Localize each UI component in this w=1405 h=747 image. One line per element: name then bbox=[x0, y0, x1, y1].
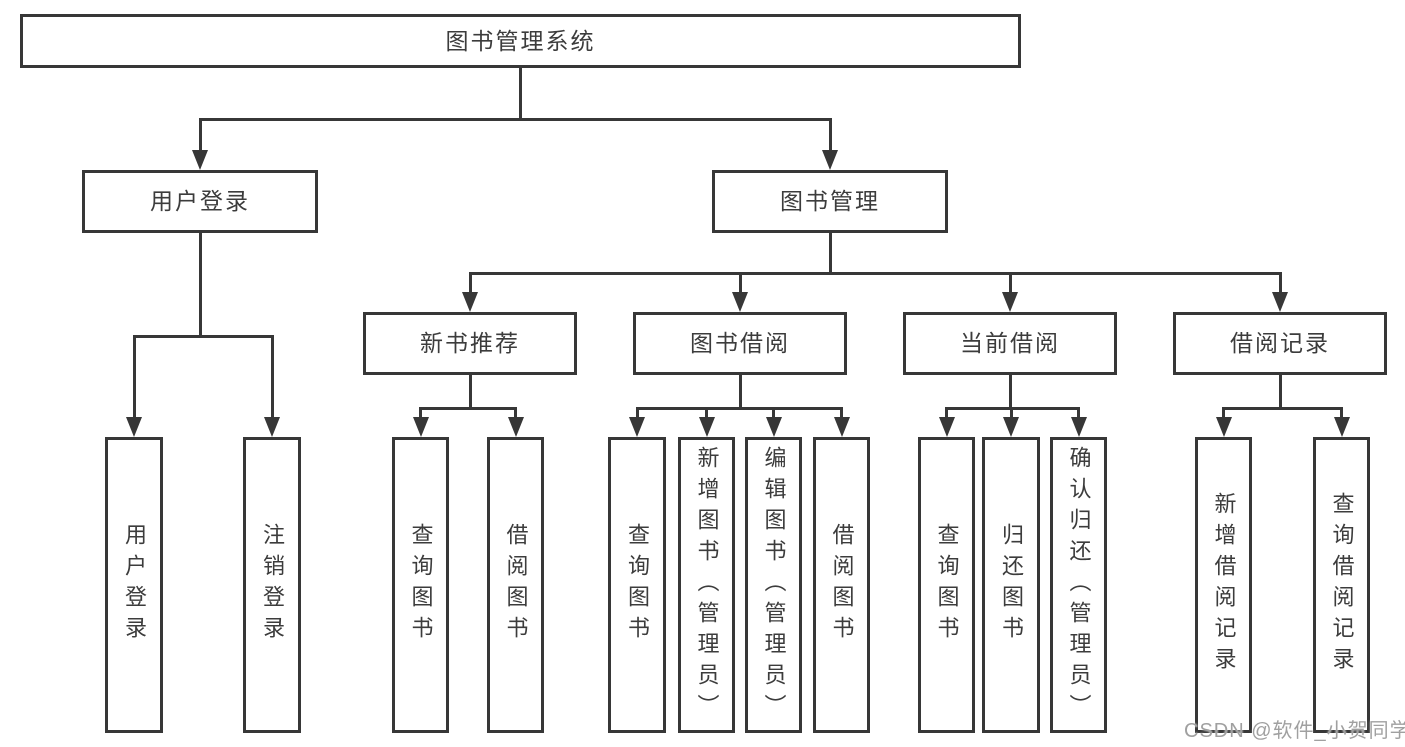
node-bb-borrow: 借阅图书 bbox=[813, 437, 870, 733]
node-label-book-mgmt: 图书管理 bbox=[780, 188, 880, 214]
arrowhead-down-icon bbox=[1215, 417, 1232, 437]
arrowhead-down-icon bbox=[264, 417, 280, 437]
arrowhead-down-icon bbox=[732, 292, 748, 312]
node-user-login: 用户登录 bbox=[82, 170, 318, 233]
node-label-nbr-borrow: 借阅图书 bbox=[503, 523, 529, 647]
node-leaf-user-login: 用户登录 bbox=[105, 437, 163, 733]
connector-line bbox=[514, 407, 517, 420]
connector-line bbox=[198, 233, 202, 338]
arrowhead-down-icon bbox=[765, 417, 782, 437]
node-bb-query: 查询图书 bbox=[608, 437, 666, 733]
arrowhead-down-icon bbox=[629, 417, 645, 437]
node-cb-return: 归还图书 bbox=[982, 437, 1040, 733]
node-label-bb-add: 新增图书（管理员） bbox=[694, 445, 720, 725]
connector-line bbox=[468, 272, 1282, 275]
connector-line bbox=[1278, 375, 1282, 410]
node-nbr-borrow: 借阅图书 bbox=[487, 437, 544, 733]
connector-line bbox=[1009, 407, 1013, 420]
arrowhead-down-icon bbox=[833, 417, 850, 437]
connector-line bbox=[1008, 375, 1012, 410]
node-cb-confirm: 确认归还（管理员） bbox=[1050, 437, 1107, 733]
connector-line bbox=[635, 407, 639, 420]
node-new-book-rec: 新书推荐 bbox=[363, 312, 577, 375]
connector-line bbox=[132, 335, 274, 338]
connector-line bbox=[635, 407, 843, 410]
arrowhead-down-icon bbox=[698, 417, 715, 437]
node-label-cb-return: 归还图书 bbox=[999, 523, 1024, 647]
node-br-add: 新增借阅记录 bbox=[1195, 437, 1252, 733]
node-label-user-login: 用户登录 bbox=[150, 188, 250, 214]
node-label-leaf-user-login: 用户登录 bbox=[122, 523, 147, 647]
node-label-leaf-logout: 注销登录 bbox=[260, 523, 285, 647]
connector-line bbox=[468, 375, 472, 410]
arrowhead-down-icon bbox=[412, 417, 429, 437]
connector-line bbox=[419, 407, 422, 420]
node-book-mgmt: 图书管理 bbox=[712, 170, 948, 233]
connector-line bbox=[1008, 272, 1012, 295]
connector-line bbox=[828, 118, 832, 153]
node-label-borrow-records: 借阅记录 bbox=[1230, 330, 1330, 356]
connector-line bbox=[738, 272, 742, 295]
arrowhead-down-icon bbox=[1003, 417, 1019, 437]
arrowhead-down-icon bbox=[462, 292, 478, 312]
connector-line bbox=[772, 407, 775, 420]
node-label-bb-query: 查询图书 bbox=[625, 523, 650, 647]
node-label-new-book-rec: 新书推荐 bbox=[420, 330, 520, 356]
node-br-query: 查询借阅记录 bbox=[1313, 437, 1370, 733]
connector-line bbox=[419, 407, 517, 410]
node-label-cb-query: 查询图书 bbox=[934, 523, 960, 647]
connector-line bbox=[705, 407, 708, 420]
arrowhead-down-icon bbox=[1272, 292, 1288, 312]
node-bb-add: 新增图书（管理员） bbox=[678, 437, 735, 733]
node-label-nbr-query: 查询图书 bbox=[408, 523, 434, 647]
node-label-current-borrow: 当前借阅 bbox=[960, 330, 1060, 356]
node-borrow-records: 借阅记录 bbox=[1173, 312, 1387, 375]
connector-line bbox=[519, 68, 522, 121]
node-bb-edit: 编辑图书（管理员） bbox=[745, 437, 802, 733]
node-book-borrow: 图书借阅 bbox=[633, 312, 847, 375]
node-label-root: 图书管理系统 bbox=[445, 27, 596, 54]
node-nbr-query: 查询图书 bbox=[392, 437, 449, 733]
connector-line bbox=[840, 407, 843, 420]
node-root: 图书管理系统 bbox=[20, 14, 1021, 68]
arrowhead-down-icon bbox=[507, 417, 524, 437]
connector-line bbox=[132, 335, 136, 420]
connector-line bbox=[270, 335, 274, 420]
arrowhead-down-icon bbox=[1002, 292, 1018, 312]
node-leaf-logout: 注销登录 bbox=[243, 437, 301, 733]
connector-line bbox=[828, 233, 832, 275]
node-label-br-add: 新增借阅记录 bbox=[1211, 492, 1237, 678]
arrowhead-down-icon bbox=[126, 417, 142, 437]
node-label-cb-confirm: 确认归还（管理员） bbox=[1066, 445, 1092, 725]
watermark: CSDN @软件_小贺同学 bbox=[1184, 720, 1405, 742]
arrowhead-down-icon bbox=[1333, 417, 1350, 437]
node-label-bb-edit: 编辑图书（管理员） bbox=[761, 445, 787, 725]
node-current-borrow: 当前借阅 bbox=[903, 312, 1117, 375]
connector-line bbox=[1077, 407, 1080, 420]
connector-line bbox=[198, 118, 202, 153]
connector-line bbox=[1340, 407, 1343, 420]
node-label-bb-borrow: 借阅图书 bbox=[829, 523, 855, 647]
connector-line bbox=[198, 118, 832, 121]
node-cb-query: 查询图书 bbox=[918, 437, 975, 733]
connector-line bbox=[1222, 407, 1343, 410]
node-label-br-query: 查询借阅记录 bbox=[1329, 492, 1355, 678]
connector-line bbox=[945, 407, 1080, 410]
connector-line bbox=[738, 375, 742, 410]
connector-line bbox=[1278, 272, 1282, 295]
connector-line bbox=[468, 272, 472, 295]
arrowhead-down-icon bbox=[192, 150, 208, 170]
arrowhead-down-icon bbox=[822, 150, 838, 170]
node-label-book-borrow: 图书借阅 bbox=[690, 330, 790, 356]
arrowhead-down-icon bbox=[1070, 417, 1087, 437]
connector-line bbox=[945, 407, 948, 420]
connector-line bbox=[1222, 407, 1225, 420]
arrowhead-down-icon bbox=[938, 417, 955, 437]
